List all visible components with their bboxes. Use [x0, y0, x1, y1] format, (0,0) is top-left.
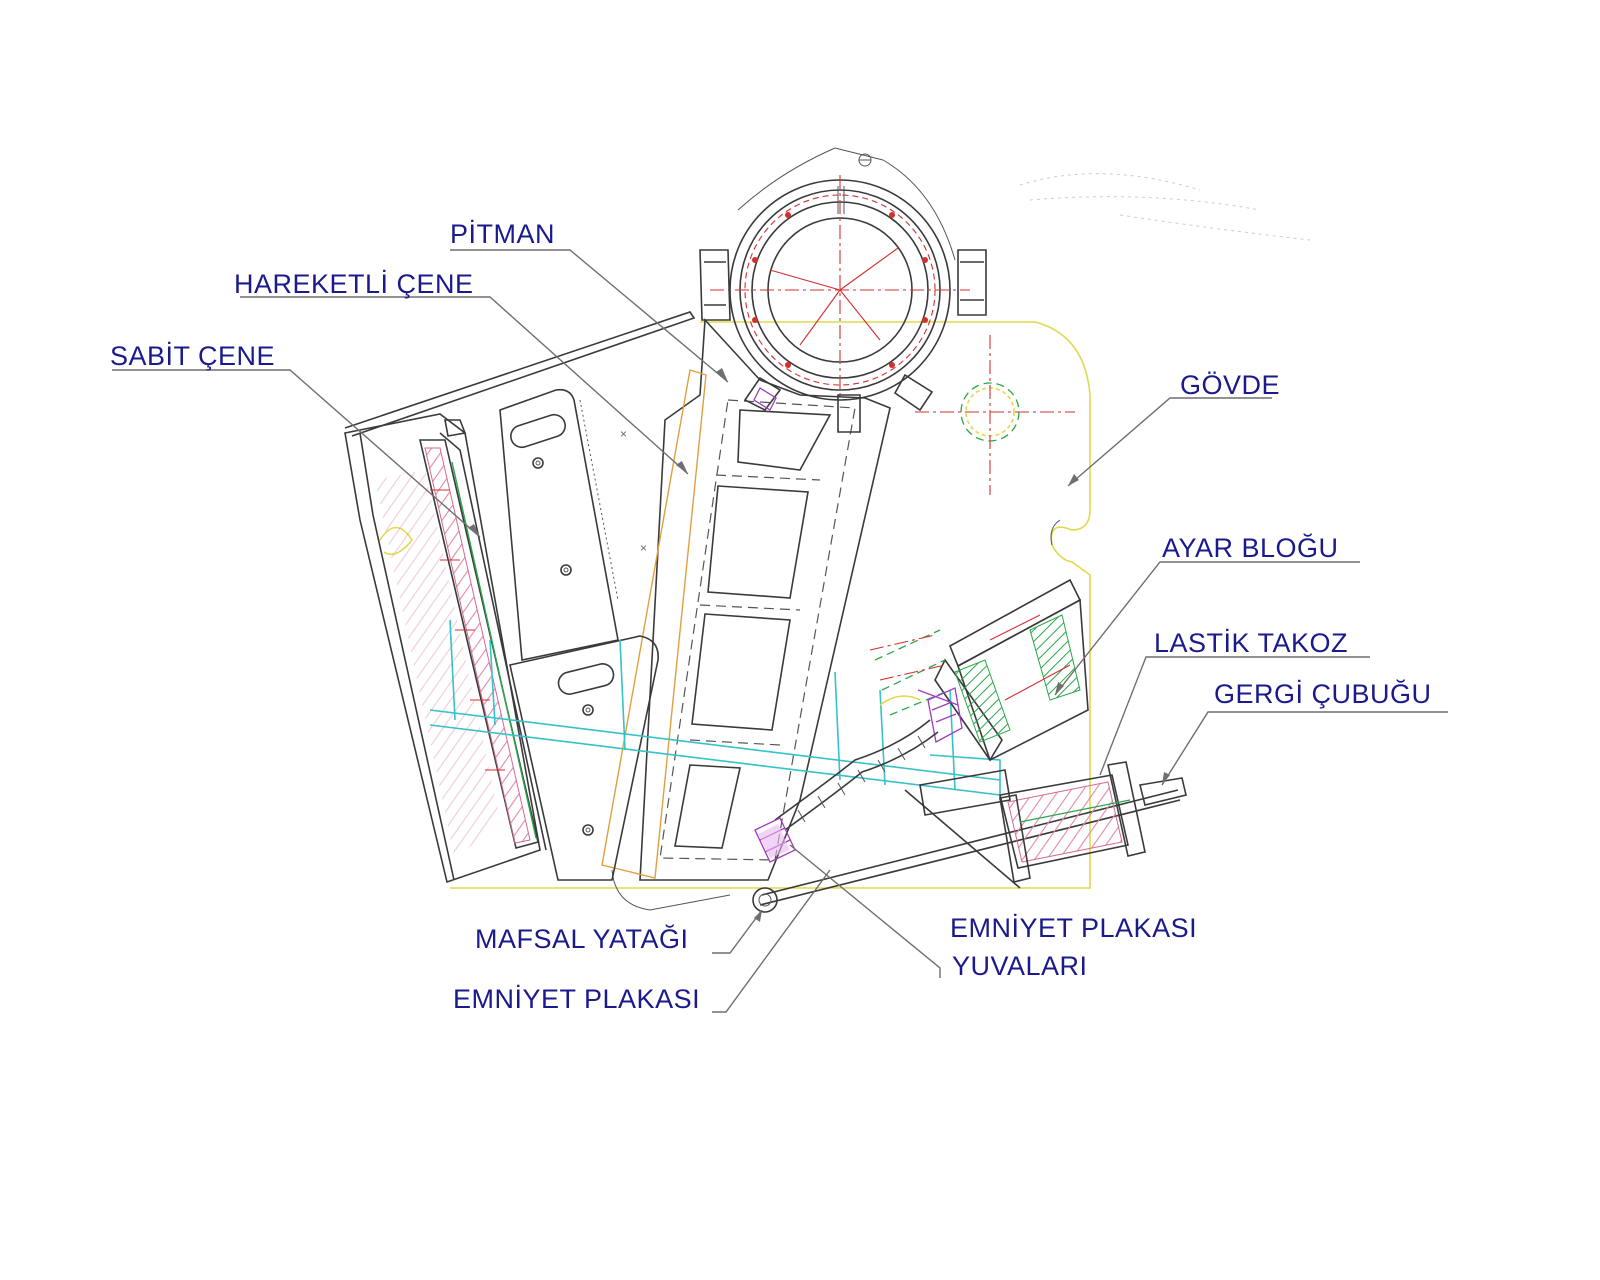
labels: PİTMAN HAREKETLİ ÇENE SABİT ÇENE GÖVDE A… [110, 218, 1432, 1014]
emniyet-plakasi [754, 719, 939, 863]
sabit-cene-assembly [344, 413, 547, 884]
label-govde: GÖVDE [1180, 370, 1280, 400]
label-pitman: PİTMAN [450, 218, 555, 249]
label-mafsal-yatagi: MAFSAL YATAĞI [475, 923, 689, 954]
faint-marks [1019, 173, 1311, 241]
label-lastik-takoz: LASTİK TAKOZ [1154, 627, 1348, 658]
gergi-cubugu [752, 761, 1187, 913]
leader-lines [112, 249, 1448, 1013]
side-plates [499, 388, 659, 881]
label-ayar-blogu: AYAR BLOĞU [1162, 532, 1339, 563]
label-emniyet-plakasi: EMNİYET PLAKASI [453, 983, 700, 1014]
label-emniyet-plakasi-yuvalari-1: EMNİYET PLAKASI [950, 912, 1197, 943]
svg-text:×: × [640, 541, 647, 555]
label-sabit-cene: SABİT ÇENE [110, 340, 275, 371]
ayar-blogu [869, 578, 1089, 762]
cyan-guides [429, 619, 1001, 800]
eccentric-bearing [699, 147, 987, 433]
frame-hole [915, 335, 1075, 495]
label-hareketli-cene: HAREKETLİ ÇENE [234, 268, 474, 299]
label-gergi-cubugu: GERGİ ÇUBUĞU [1214, 678, 1432, 709]
svg-text:×: × [620, 427, 627, 441]
pitman-body: × × [344, 311, 891, 911]
label-emniyet-plakasi-yuvalari-2: YUVALARI [952, 951, 1088, 981]
